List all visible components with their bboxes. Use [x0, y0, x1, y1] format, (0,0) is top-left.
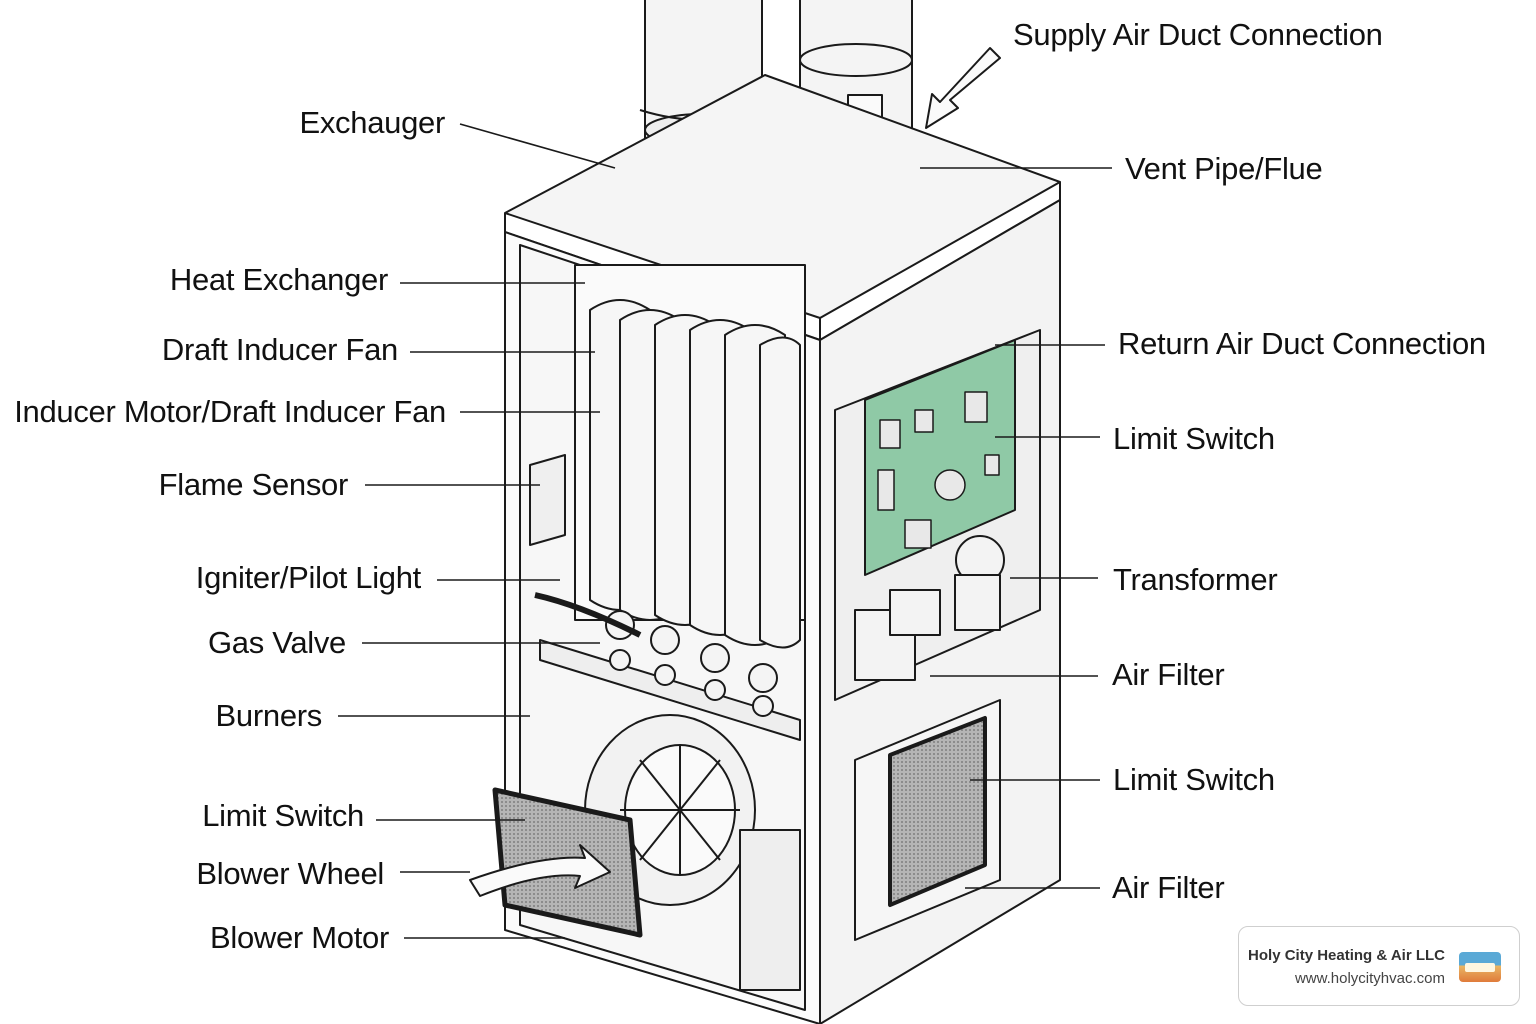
label-limit-switch-left: Limit Switch [202, 798, 364, 833]
label-blower-motor: Blower Motor [209, 920, 389, 955]
label-flame-sensor: Flame Sensor [158, 467, 349, 502]
label-vent-pipe-flue: Vent Pipe/Flue [1125, 151, 1323, 186]
label-exchauger: Exchauger [299, 105, 445, 140]
label-supply-air-duct: Supply Air Duct Connection [1013, 17, 1383, 52]
label-transformer: Transformer [1113, 562, 1278, 597]
credit-badge: Holy City Heating & Air LLC www.holycity… [1238, 926, 1520, 1006]
leader-lines [338, 123, 1112, 939]
label-limit-switch-right-1: Limit Switch [1113, 421, 1275, 456]
company-name: Holy City Heating & Air LLC [1248, 947, 1445, 964]
label-draft-inducer-fan: Draft Inducer Fan [161, 332, 398, 367]
label-igniter-pilot-light: Igniter/Pilot Light [195, 560, 422, 595]
burner-nozzles [605, 610, 778, 717]
label-inducer-motor: Inducer Motor/Draft Inducer Fan [14, 394, 446, 429]
label-heat-exchanger: Heat Exchanger [169, 262, 388, 297]
label-gas-valve: Gas Valve [207, 625, 346, 660]
heat-exchanger-coils [574, 264, 806, 649]
company-logo-icon [1459, 952, 1501, 982]
label-return-air-duct: Return Air Duct Connection [1118, 326, 1486, 361]
label-limit-switch-right-2: Limit Switch [1113, 762, 1275, 797]
blower-assembly [584, 714, 801, 991]
label-air-filter-2: Air Filter [1112, 870, 1225, 905]
company-url[interactable]: www.holycityhvac.com [1294, 970, 1445, 987]
label-air-filter-1: Air Filter [1112, 657, 1225, 692]
transformer [854, 535, 1005, 681]
label-burners: Burners [215, 698, 323, 733]
label-blower-wheel: Blower Wheel [196, 856, 384, 891]
